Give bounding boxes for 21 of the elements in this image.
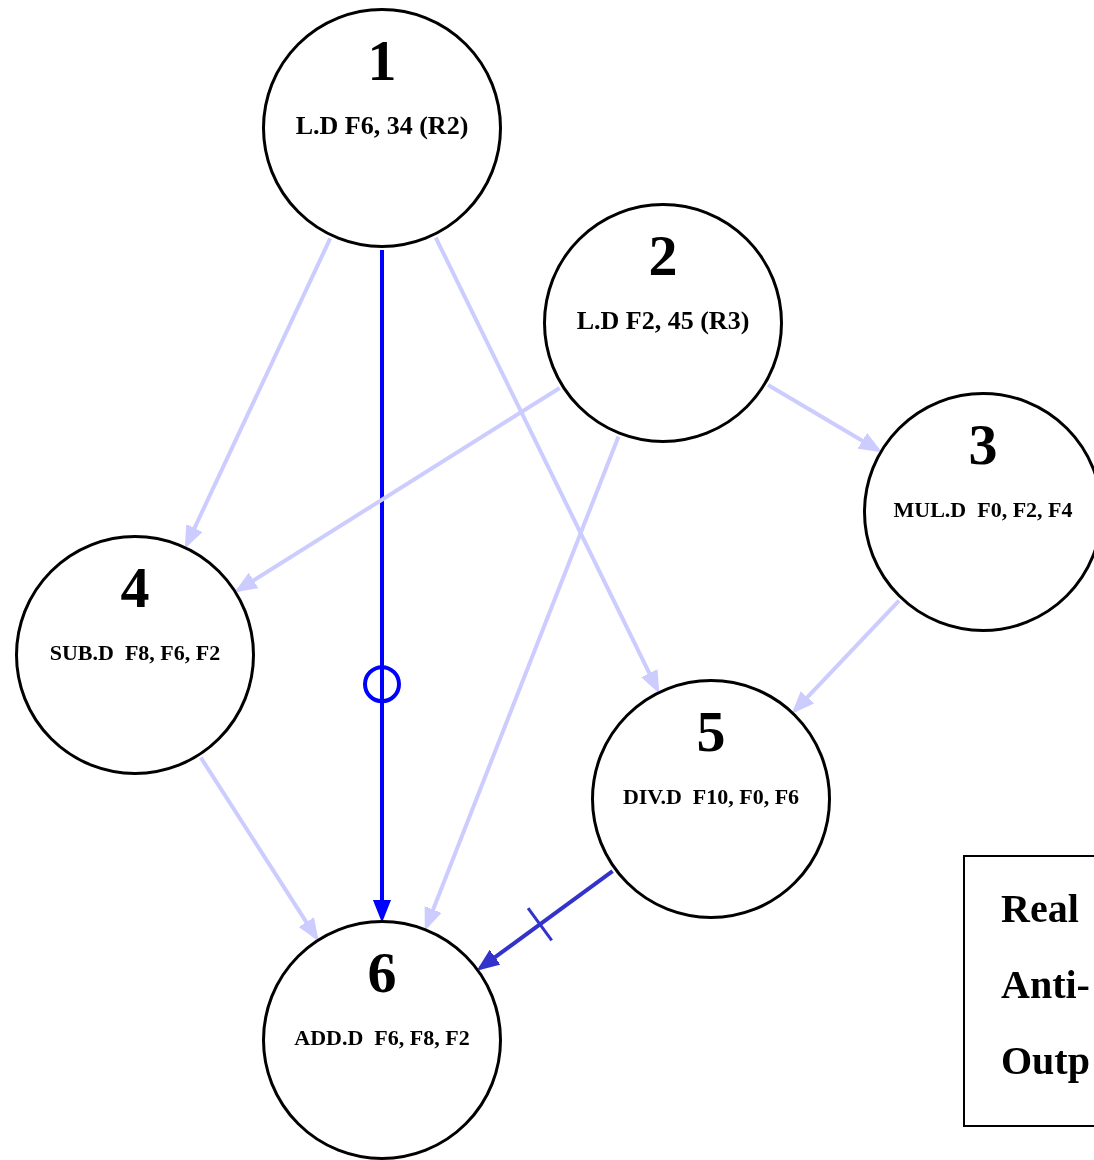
node-number: 5 xyxy=(695,702,727,762)
instruction-text: SUB.D F8, F6, F2 xyxy=(48,639,222,667)
node-circle xyxy=(15,535,255,775)
legend-text: Outp xyxy=(1001,1039,1090,1083)
node-circle xyxy=(863,392,1094,632)
instruction-text: MUL.D F0, F2, F4 xyxy=(892,496,1074,524)
node-number: 2 xyxy=(647,226,679,286)
instruction-text: L.D F6, 34 (R2) xyxy=(294,111,470,141)
node-number: 6 xyxy=(366,943,398,1003)
node-circle xyxy=(543,203,783,443)
node-number: 4 xyxy=(119,558,151,618)
node-number: 3 xyxy=(967,415,999,475)
legend-text: Anti- xyxy=(1001,963,1090,1007)
instruction-text: DIV.D F10, F0, F6 xyxy=(621,783,801,811)
node-circle xyxy=(262,920,502,1160)
legend-text: Real xyxy=(1001,887,1079,931)
node-number: 1 xyxy=(366,31,398,91)
node-circle xyxy=(262,8,502,248)
instruction-text: L.D F2, 45 (R3) xyxy=(575,306,751,336)
instruction-text: ADD.D F6, F8, F2 xyxy=(293,1024,471,1052)
node-circle xyxy=(591,679,831,919)
